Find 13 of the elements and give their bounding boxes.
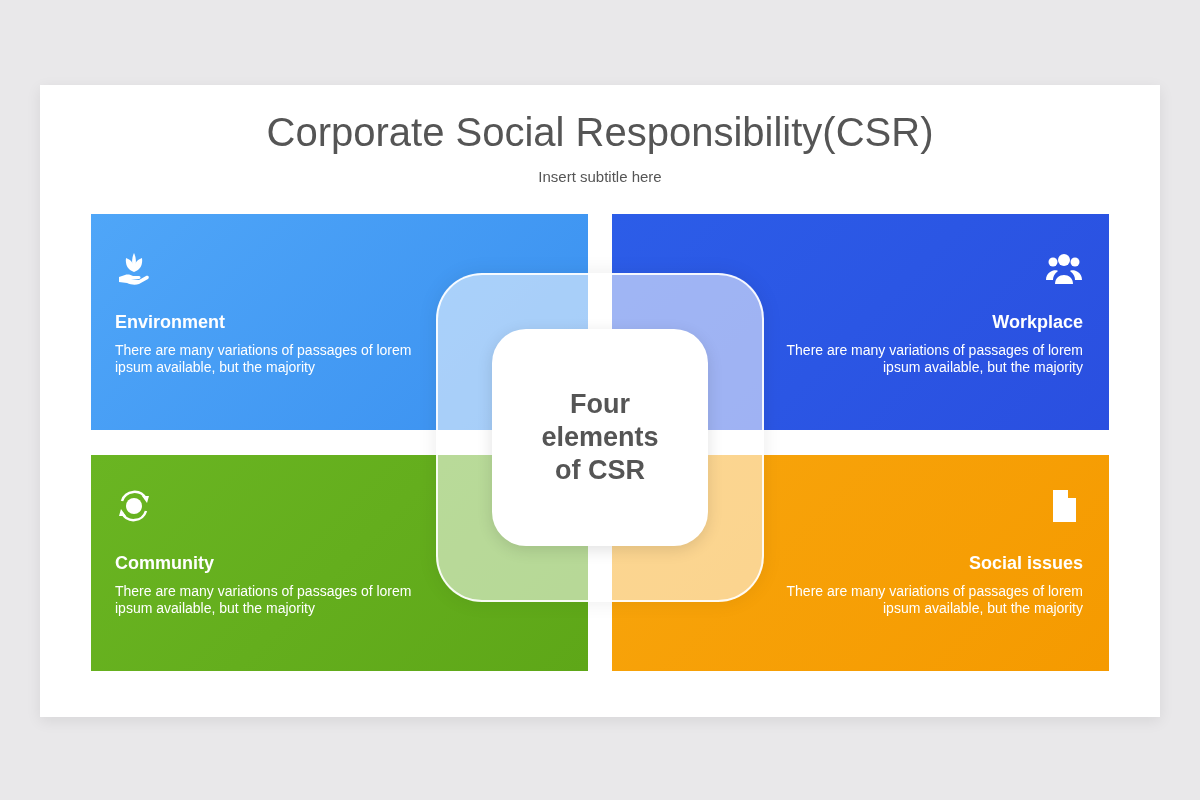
panel-description: There are many variations of passages of lorem ipsum available, but the majority	[115, 342, 413, 376]
panel-description: There are many variations of passages of lorem ipsum available, but the majority	[785, 583, 1083, 617]
panel-description: There are many variations of passages of lorem ipsum available, but the majority	[115, 583, 413, 617]
panel-heading: Workplace	[992, 312, 1083, 333]
center-heading: Four elements of CSR	[540, 388, 660, 487]
panel-heading: Environment	[115, 312, 225, 333]
title: Corporate Social Responsibility(CSR)	[265, 110, 935, 155]
panel-description: There are many variations of passages of lorem ipsum available, but the majority	[785, 342, 1083, 376]
panel-heading: Community	[115, 553, 214, 574]
panel-heading: Social issues	[968, 553, 1083, 574]
center-card	[492, 329, 708, 546]
category-panel	[91, 455, 588, 671]
subtitle: Insert subtitle here	[537, 168, 663, 185]
